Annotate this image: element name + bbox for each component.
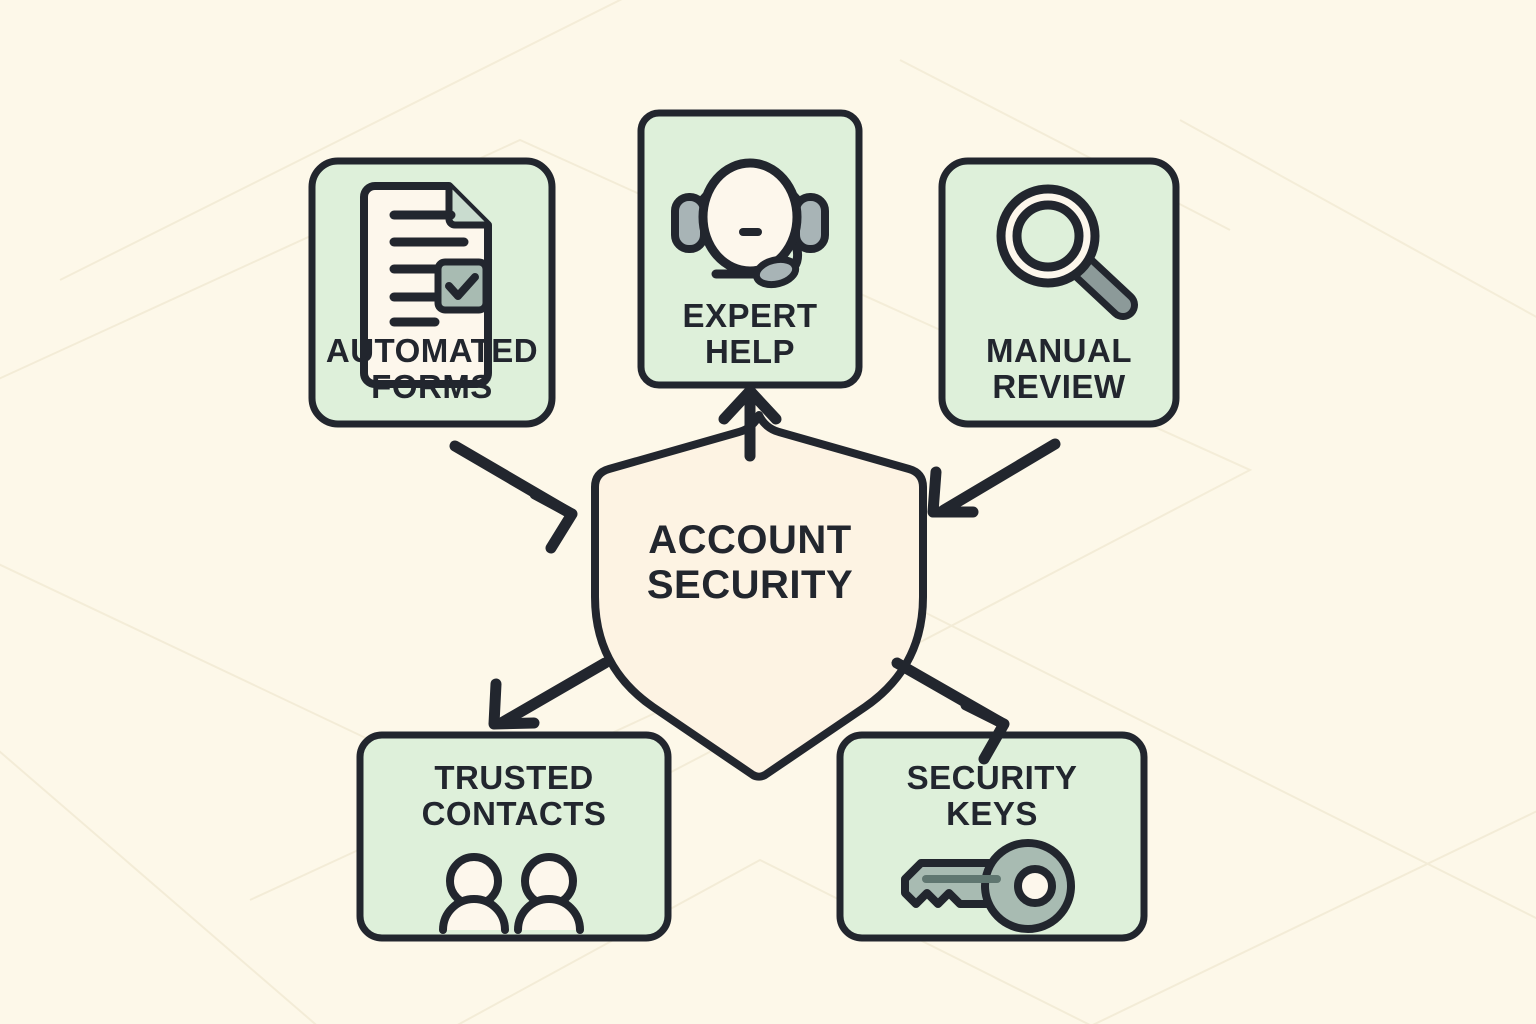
two-people-icon — [439, 853, 584, 934]
node-account-security[interactable] — [591, 411, 927, 781]
magnifier-icon — [996, 184, 1138, 320]
shield-shape[interactable] — [591, 411, 927, 781]
document-check-icon — [360, 182, 492, 388]
node-expert-help[interactable] — [637, 109, 863, 389]
node-security-keys[interactable] — [836, 731, 1148, 942]
arrow-shield-to-keys — [891, 657, 1010, 765]
node-automated-forms[interactable] — [308, 157, 556, 428]
arrow-shield-to-expert — [718, 385, 782, 462]
arrow-manual-to-shield — [927, 438, 1061, 518]
node-trusted-contacts-box[interactable] — [356, 731, 672, 942]
arrow-automated-to-shield — [449, 440, 578, 554]
node-manual-review[interactable] — [938, 157, 1180, 428]
arrow-shield-to-trusted — [488, 657, 611, 730]
node-trusted-contacts[interactable] — [356, 731, 672, 942]
headset-icon — [671, 158, 829, 289]
key-icon — [901, 839, 1075, 933]
